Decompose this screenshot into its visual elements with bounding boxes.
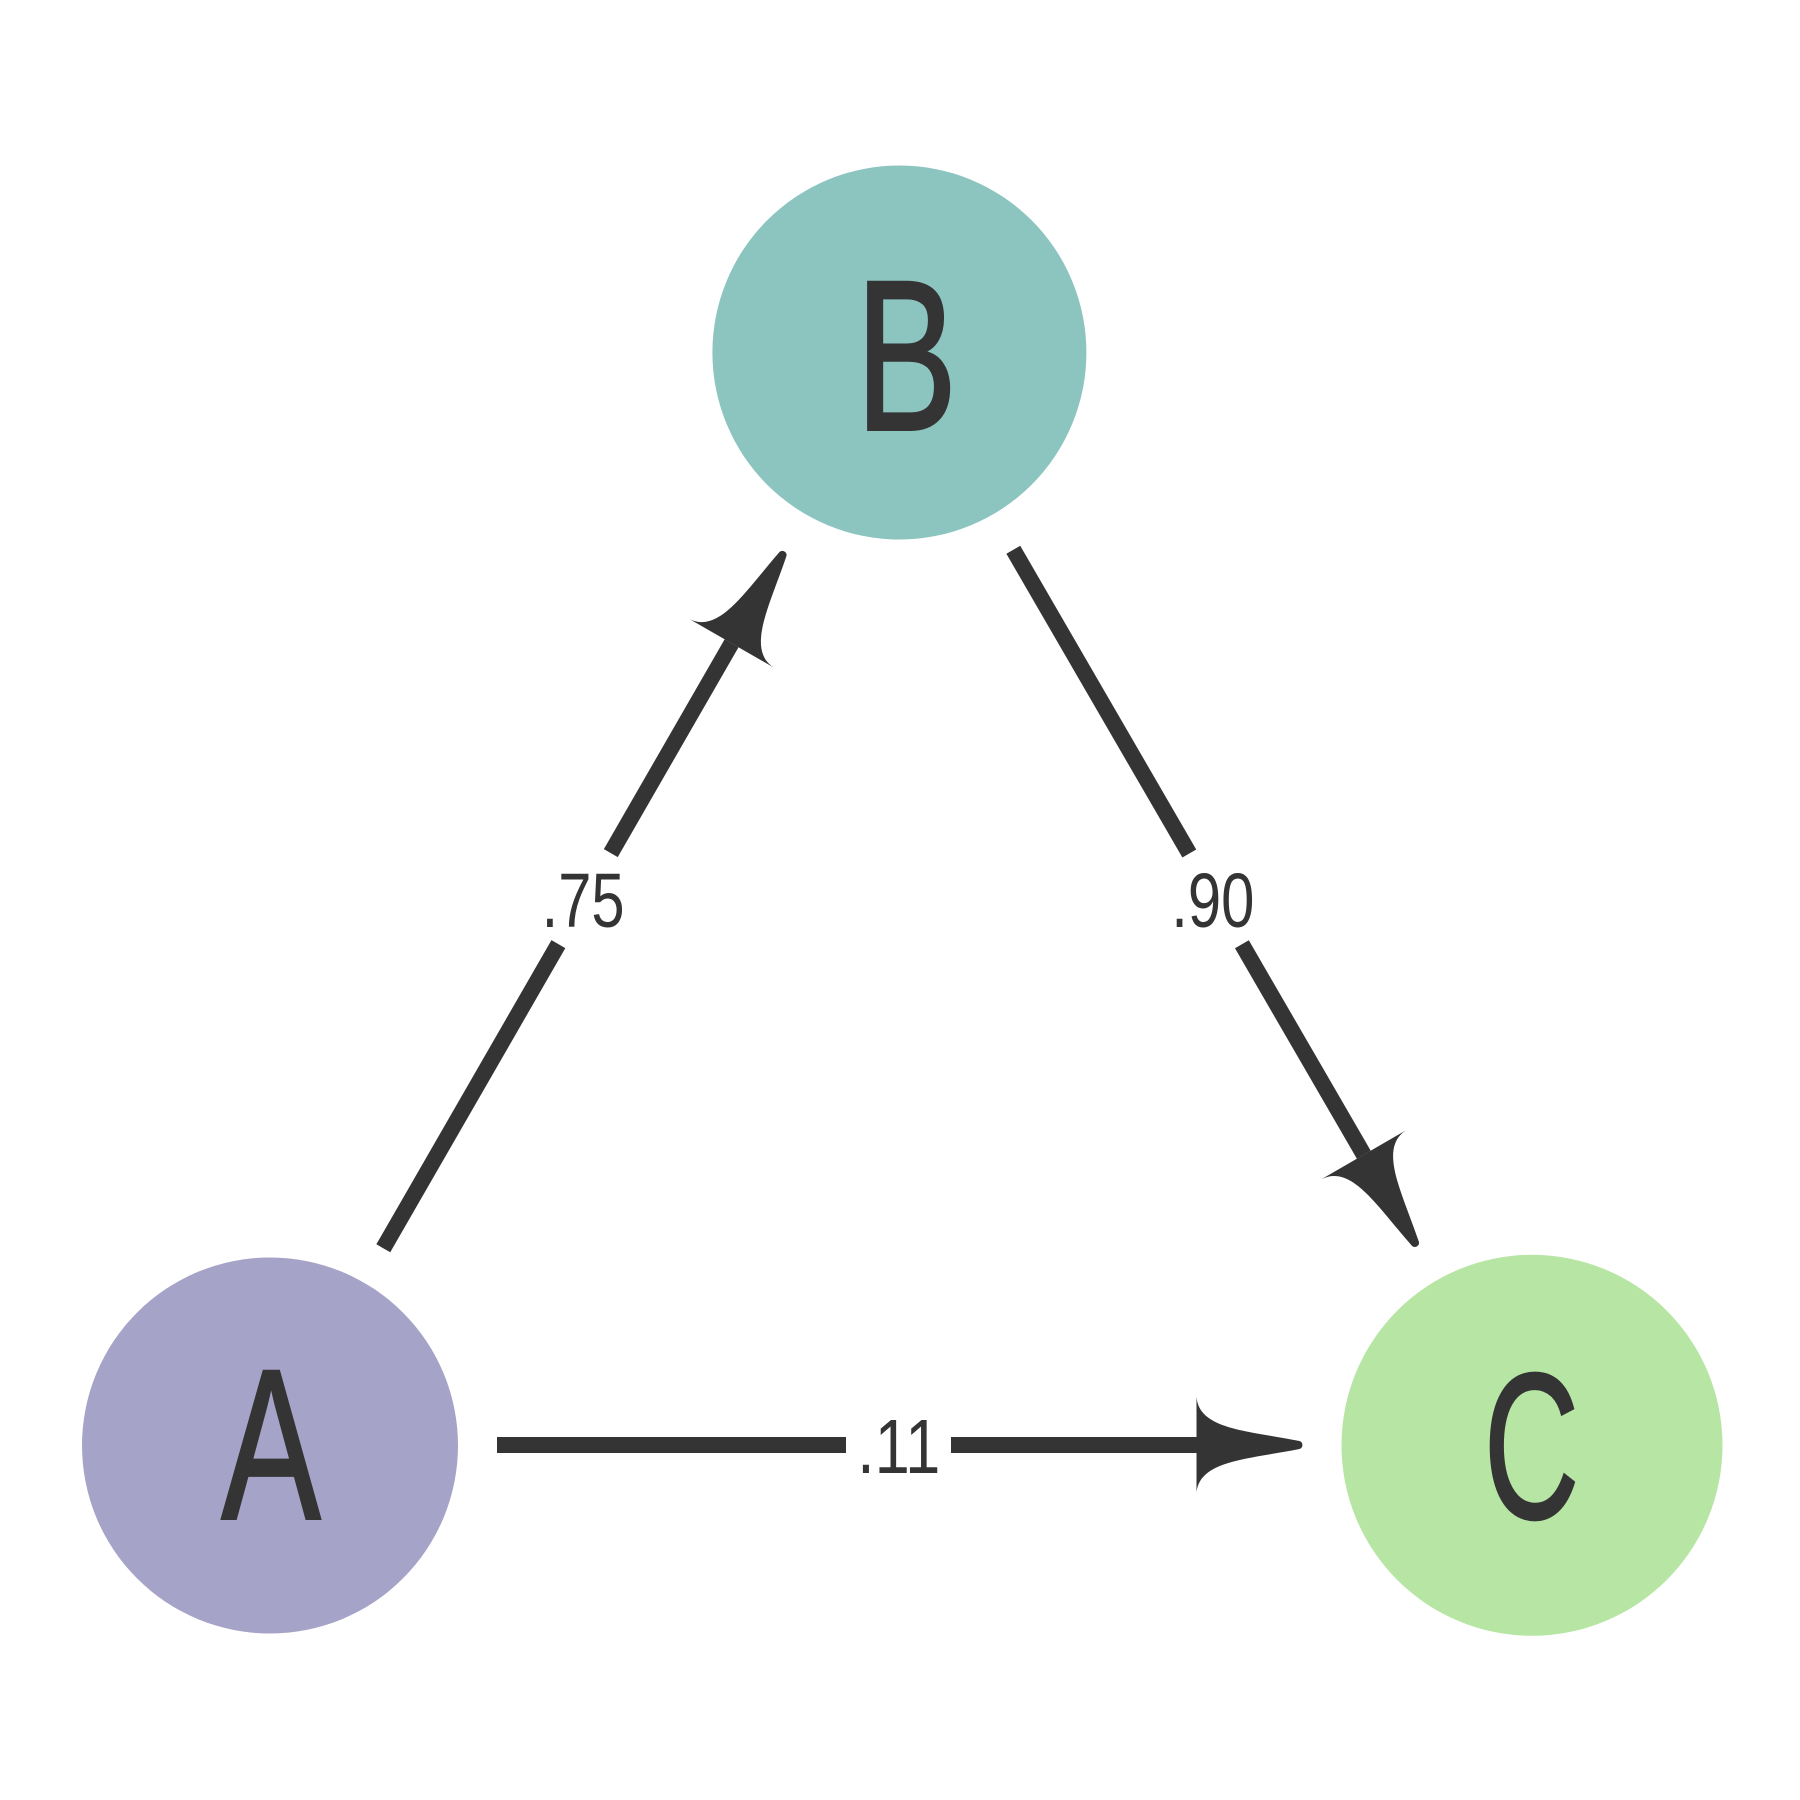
svg-text:.11: .11 (857, 1403, 940, 1489)
svg-text:A: A (221, 1326, 320, 1565)
svg-text:B: B (856, 236, 958, 476)
svg-text:C: C (1484, 1329, 1579, 1562)
svg-text:.75: .75 (542, 858, 625, 944)
svg-text:.90: .90 (1171, 858, 1254, 944)
